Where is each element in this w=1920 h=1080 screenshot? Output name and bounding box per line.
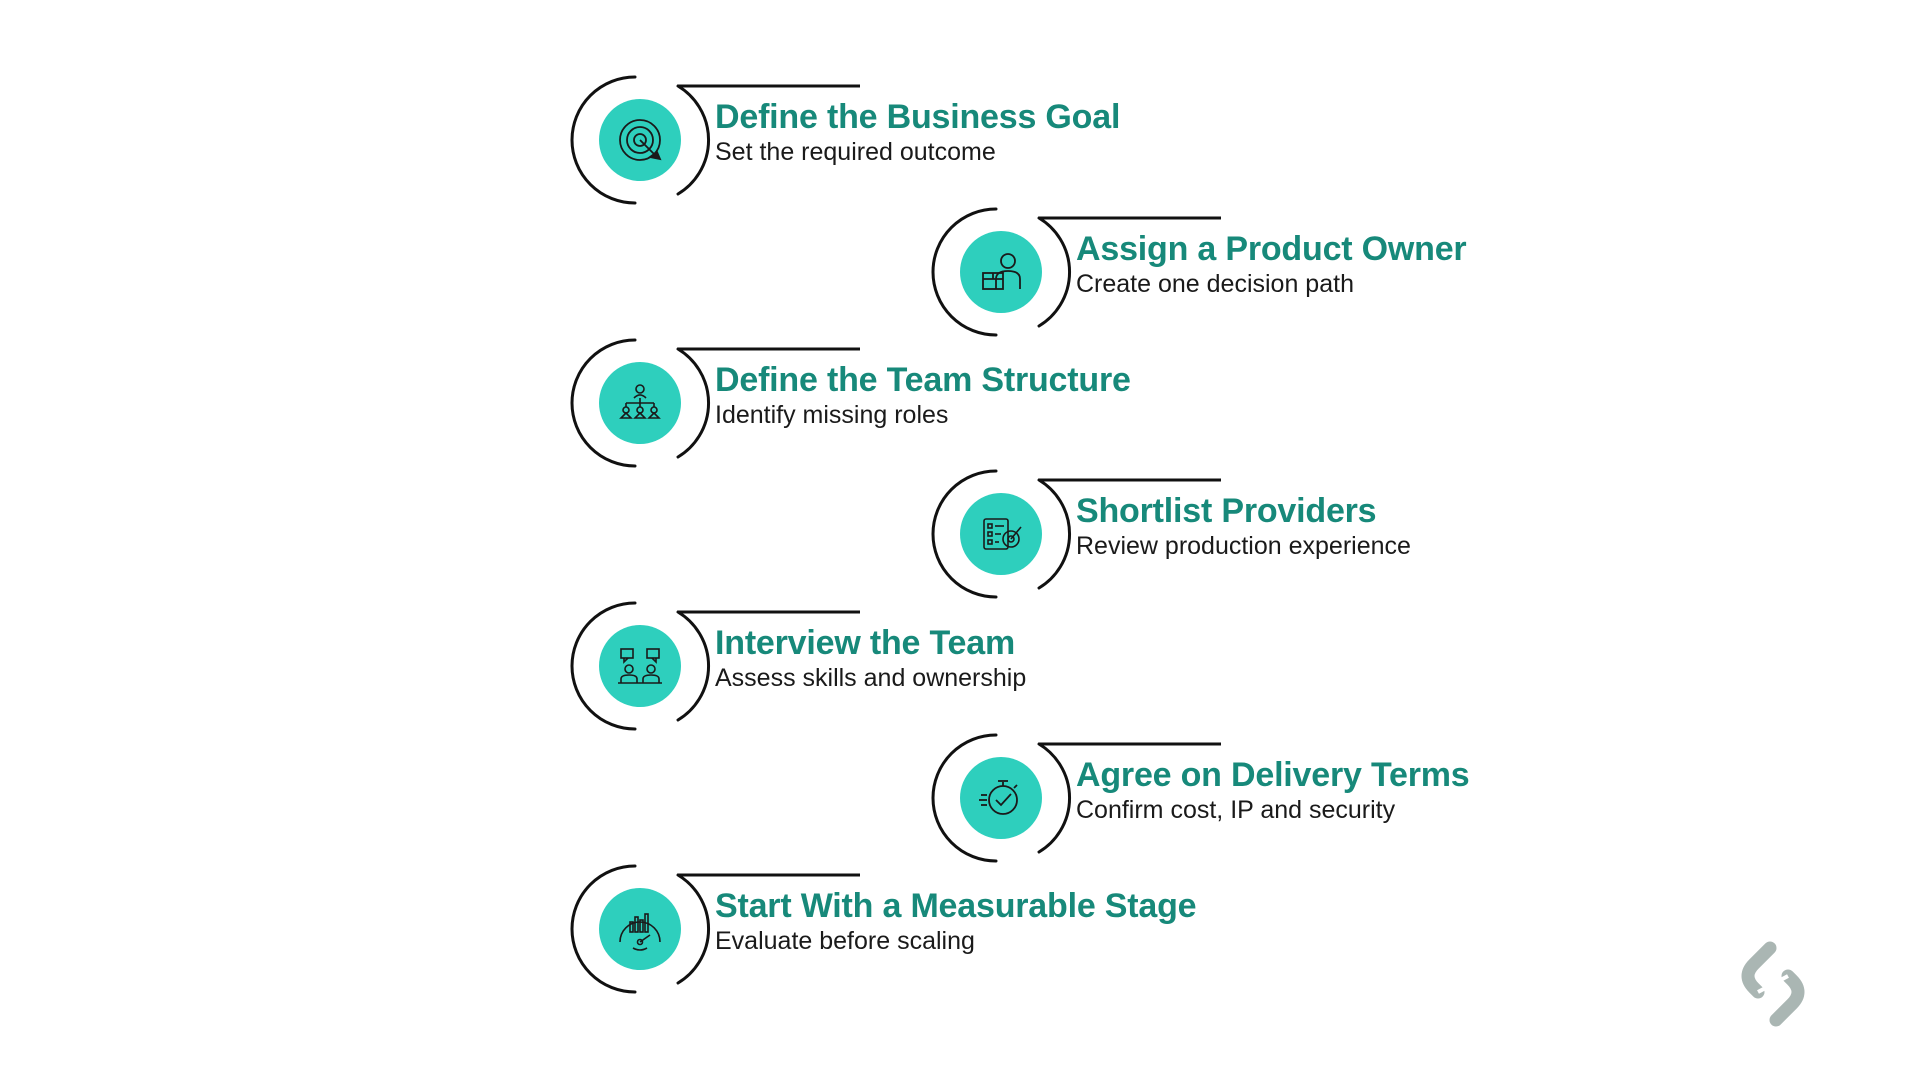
step-title: Interview the Team: [715, 624, 1015, 662]
step-title: Shortlist Providers: [1076, 492, 1377, 530]
step-title: Agree on Delivery Terms: [1076, 756, 1470, 794]
stopwatch-check-icon: [979, 780, 1018, 815]
step-marker: [570, 864, 860, 994]
step-title: Define the Team Structure: [715, 361, 1131, 399]
step-interview-team: Interview the Team Assess skills and own…: [570, 601, 1580, 731]
step-subtitle: Confirm cost, IP and security: [1076, 796, 1396, 824]
step-title: Assign a Product Owner: [1076, 230, 1467, 268]
step-subtitle: Create one decision path: [1076, 270, 1354, 298]
step-shortlist-providers: Shortlist Providers Review production ex…: [931, 469, 1920, 599]
step-marker: [931, 207, 1221, 337]
step-marker: [931, 469, 1221, 599]
step-marker: [570, 75, 860, 205]
checklist-target-icon: [983, 518, 1022, 550]
step-define-team-structure: Define the Team Structure Identify missi…: [570, 338, 1580, 468]
product-owner-icon: [982, 253, 1021, 290]
step-agree-delivery-terms: Agree on Delivery Terms Confirm cost, IP…: [931, 733, 1920, 863]
step-marker: [570, 338, 860, 468]
step-start-measurable-stage: Start With a Measurable Stage Evaluate b…: [570, 864, 1580, 994]
step-subtitle: Review production experience: [1076, 532, 1411, 560]
step-marker: [931, 733, 1221, 863]
step-subtitle: Evaluate before scaling: [715, 927, 975, 955]
step-title: Define the Business Goal: [715, 98, 1121, 136]
step-subtitle: Assess skills and ownership: [715, 664, 1027, 692]
gauge-chart-icon: [619, 913, 661, 951]
step-subtitle: Identify missing roles: [715, 401, 949, 429]
target-icon: [619, 119, 662, 161]
team-hierarchy-icon: [619, 384, 661, 419]
step-subtitle: Set the required outcome: [715, 138, 996, 166]
step-marker: [570, 601, 860, 731]
step-assign-product-owner: Assign a Product Owner Create one decisi…: [931, 207, 1920, 337]
step-define-business-goal: Define the Business Goal Set the require…: [570, 75, 1580, 205]
step-title: Start With a Measurable Stage: [715, 887, 1197, 925]
brand-logo-icon: [1741, 941, 1805, 1027]
interview-icon: [618, 648, 662, 684]
